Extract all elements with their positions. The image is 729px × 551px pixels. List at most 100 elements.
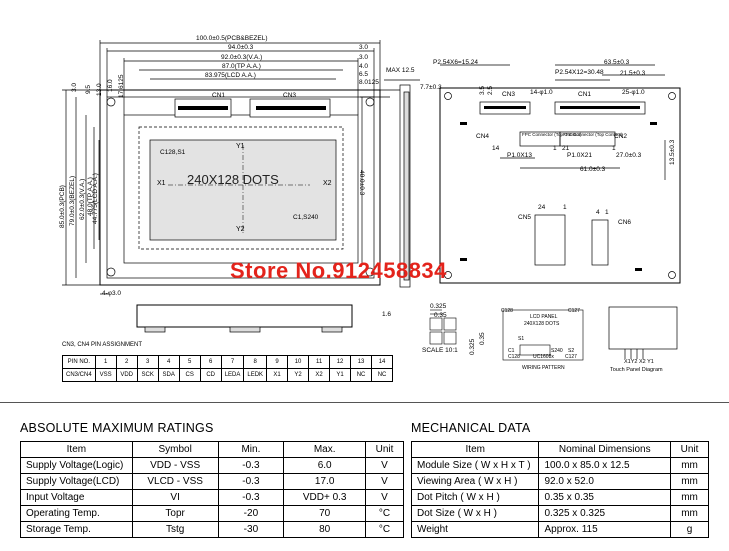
pin-cell: NC [371,368,394,382]
dim-21-5: 21.5±0.3 [620,70,646,77]
pitch-label-2: P2.54X12=30.48 [555,69,604,76]
dim-pcb-height: 85.0±0.3(PCB) [59,185,66,228]
wiring-s2: S2 [568,348,575,354]
pin-cell: CN3/CN4 [62,368,96,382]
dim-lcd-width: 83.975(LCD A.A.) [205,72,256,79]
table-row: Viewing Area ( W x H ) 92.0 x 52.0 mm [410,473,709,490]
max-cell: VDD+ 0.3 [283,489,367,506]
y1-label: Y1 [236,143,245,150]
dim-left-top-1: 3.0 [71,82,78,92]
side-dim: 7.7±0.3 [420,84,442,91]
dim-tp-width: 87.0(TP A.A.) [222,63,261,70]
item-cell: Weight [410,521,540,538]
pin-cell: 11 [308,355,331,369]
max-cell: 6.0 [283,457,367,474]
pin-cell: 12 [329,355,352,369]
dim-3-5: 3.5 [479,85,486,95]
dot-v-size: 0.325 [469,338,476,355]
dim-left-top-4: 16.0 [107,79,114,92]
table-row: Supply Voltage(LCD) VLCD - VSS -0.3 17.0… [20,473,404,490]
dot-v-pitch: 0.35 [479,332,486,345]
dim-left-top-5: 17.6125 [118,74,125,99]
pin-cell: Y2 [287,368,310,382]
column-header: Max. [283,441,367,458]
mechanical-title: MECHANICAL DATA [411,421,531,435]
dim-13-5: 13.5±0.3 [669,139,676,165]
pin-cell: X2 [308,368,331,382]
column-header: Symbol [131,441,219,458]
column-header: Min. [217,441,285,458]
dim-right-1: 3.0 [359,44,369,51]
unit-cell: g [670,521,709,538]
item-cell: Supply Voltage(Logic) [20,457,133,474]
dim-right-3: 4.0 [359,63,369,70]
item-cell: Viewing Area ( W x H ) [410,473,540,490]
touch-caption: Touch Panel Diagram [610,367,663,373]
max-cell: 17.0 [283,473,367,490]
dim-right-4: 6.5 [359,71,369,78]
pin-cell: Y1 [329,368,352,382]
dimension-cell: Approx. 115 [538,521,672,538]
x2-label: X2 [323,180,332,187]
dim-left-top-2: 9.5 [85,84,92,94]
unit-cell: mm [670,473,709,490]
item-cell: Operating Temp. [20,505,133,522]
wiring-s240: S240 [551,348,563,354]
cn2-pin21: 21 [562,145,570,152]
y2-label: Y2 [236,226,245,233]
min-cell: -0.3 [217,473,285,490]
column-header: Item [410,441,540,458]
pin-cell: 14 [371,355,394,369]
max-thickness: MAX 12.5 [386,67,415,74]
unit-cell: mm [670,505,709,522]
pin-cell: 13 [350,355,373,369]
table-header-row: Item Nominal Dimensions Unit [410,441,709,458]
dim-63-5: 63.5±0.3 [604,59,630,66]
cn2-pin1: 1 [612,145,616,152]
p1-label: P1.0X13 [507,152,532,159]
min-cell: -0.3 [217,457,285,474]
table-row: Dot Size ( W x H ) 0.325 x 0.325 mm [410,505,709,522]
dim-va-width: 92.0±0.3(V.A.) [221,54,263,61]
table-header-row: Item Symbol Min. Max. Unit [20,441,404,458]
wiring-c1: C1 [508,348,515,354]
unit-cell: °C [365,521,404,538]
pin-cell: CS [178,368,201,382]
hole-14-label: 14-φ1.0 [530,89,553,96]
dim-right-2: 3.0 [359,54,369,61]
dim-bezel-height: 79.0±0.3(BEZEL) [69,175,76,226]
back-cn5-label: CN5 [518,214,532,221]
back-cn1-label: CN1 [578,91,592,98]
wiring-caption: WIRING PATTERN [522,365,565,371]
cn4-pin1: 1 [553,145,557,152]
symbol-cell: Topr [131,505,219,522]
wiring-c128: C128 [501,308,513,314]
pin-cell: SDA [157,368,180,382]
p2-label: P1.0X21 [567,152,592,159]
thickness-1-6: 1.6 [382,311,392,318]
pin-cell: CD [199,368,222,382]
absolute-max-title: ABSOLUTE MAXIMUM RATINGS [20,421,214,435]
back-cn3-label: CN3 [502,91,516,98]
hole-25-label: 25-φ1.0 [622,89,645,96]
symbol-cell: Tstg [131,521,219,538]
mechanical-drawing [0,402,729,403]
pin-cell: 4 [157,355,180,369]
table-row: Storage Temp. Tstg -30 80 °C [20,521,404,538]
dim-va-height: 62.0±0.3(V.A.) [79,178,86,220]
dimension-cell: 92.0 x 52.0 [538,473,672,490]
pin-cell: VDD [115,368,138,382]
column-header: Item [20,441,133,458]
fpc-label-1: FPC Connector (Top Contact) [522,132,582,137]
pin-cell: LEDK [243,368,268,382]
cn1-label: CN1 [212,92,226,99]
pin-cell: 8 [243,355,268,369]
dimension-cell: 100.0 x 85.0 x 12.5 [538,457,672,474]
item-cell: Input Voltage [20,489,133,506]
dimension-cell: 0.325 x 0.325 [538,505,672,522]
pin-cell: 7 [220,355,245,369]
pin-cell: LEDA [220,368,245,382]
min-cell: -0.3 [217,489,285,506]
pin-cell: VSS [94,368,117,382]
wiring-title-1: LCD PANEL [530,314,558,320]
